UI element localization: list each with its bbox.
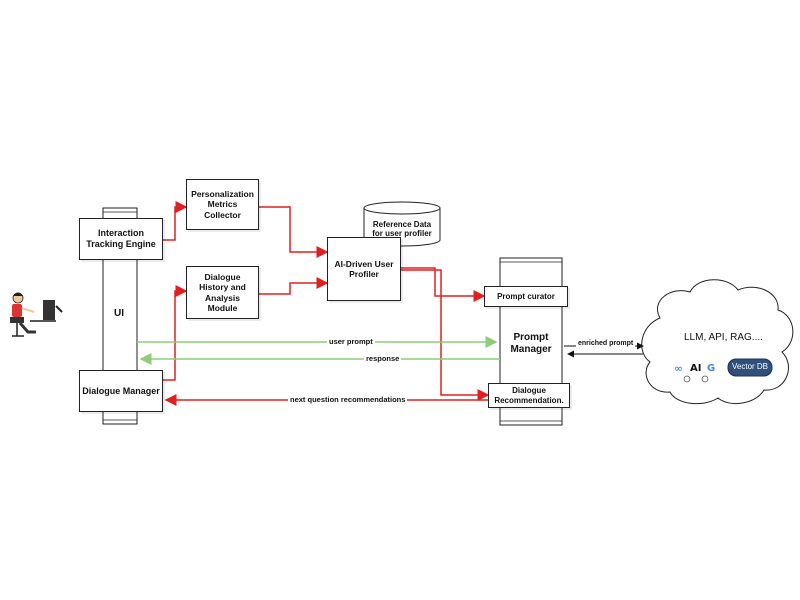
- interaction-tracking-engine-label: Interaction Tracking Engine: [86, 228, 156, 249]
- user-prompt-label: user prompt: [327, 337, 375, 346]
- dialogue-recommendation-label: Dialogue Recommendation.: [494, 385, 564, 405]
- personalization-metrics-box: Personalization Metrics Collector: [186, 179, 259, 230]
- prompt-curator-label: Prompt curator: [497, 291, 555, 301]
- personalization-metrics-label: Personalization Metrics Collector: [191, 189, 254, 220]
- ai-driven-profiler-box: AI-Driven User Profiler: [327, 237, 401, 301]
- small-logo-icon: [683, 375, 691, 383]
- vector-db-label: Vector DB: [732, 362, 769, 371]
- enriched-prompt-label: enriched prompt: [576, 340, 636, 347]
- dialogue-manager-box: Dialogue Manager: [79, 370, 163, 412]
- llm-logos: ∞ AI G: [674, 362, 715, 383]
- ui-label: UI: [114, 308, 124, 319]
- dialogue-history-label: Dialogue History and Analysis Module: [199, 272, 246, 313]
- dialogue-history-box: Dialogue History and Analysis Module: [186, 266, 259, 319]
- prompt-manager-label: Prompt Manager: [510, 332, 552, 355]
- enriched-prompt-arrows: [564, 342, 644, 358]
- dialogue-recommendation-box: Dialogue Recommendation.: [488, 383, 570, 408]
- vector-db-shape: [727, 358, 773, 377]
- next-question-label: next question recommendations: [288, 395, 408, 404]
- dialogue-manager-label: Dialogue Manager: [82, 385, 160, 396]
- interaction-tracking-engine-box: Interaction Tracking Engine: [79, 218, 163, 260]
- cloud-text: LLM, API, RAG....: [684, 332, 763, 343]
- meta-icon: ∞: [674, 362, 683, 375]
- google-icon: G: [707, 363, 715, 374]
- prompt-curator-box: Prompt curator: [484, 286, 568, 307]
- user-at-computer-icon: [10, 292, 63, 337]
- reference-data-cylinder: [363, 201, 441, 247]
- anthropic-icon: AI: [690, 363, 701, 374]
- reference-data-label: Reference Data for user profiler: [372, 220, 432, 239]
- green-connections: [137, 336, 500, 365]
- openai-icon: [701, 375, 709, 383]
- response-label: response: [364, 354, 402, 363]
- ai-driven-profiler-label: AI-Driven User Profiler: [334, 258, 394, 279]
